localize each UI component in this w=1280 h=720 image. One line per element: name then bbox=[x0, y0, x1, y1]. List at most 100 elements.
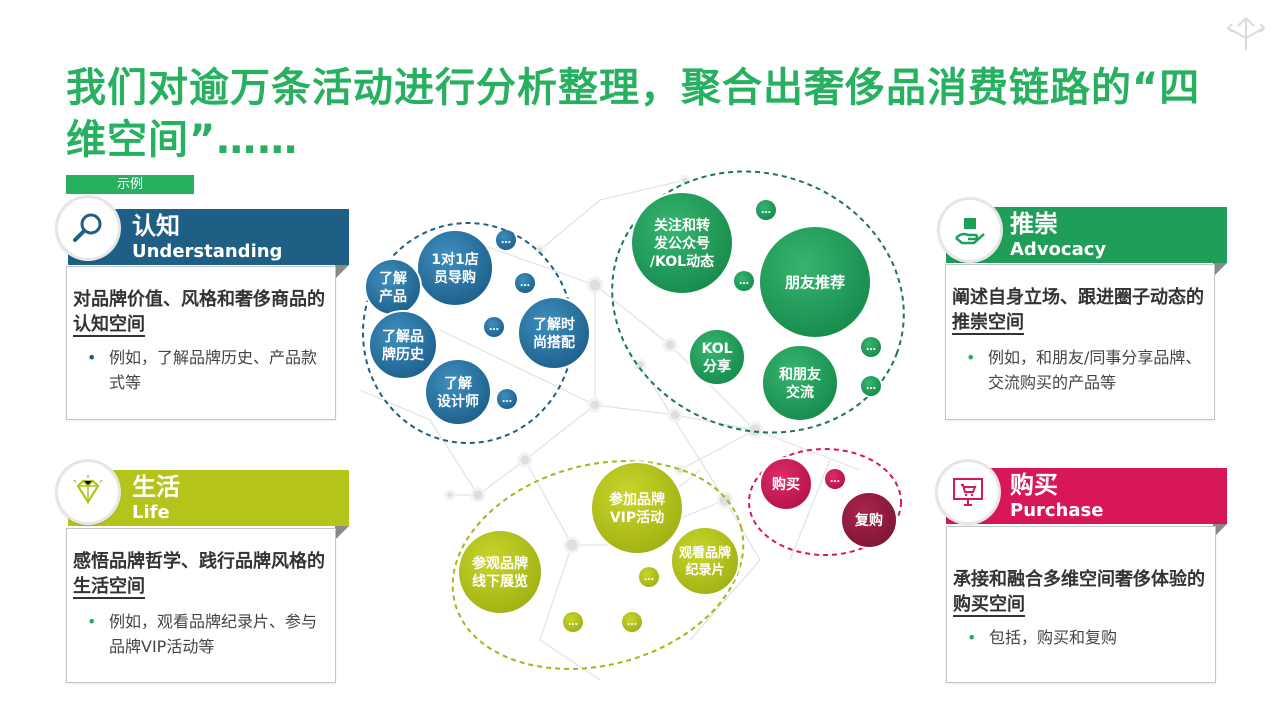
bubble-circle bbox=[758, 225, 872, 339]
bubble-label: 复购 bbox=[854, 512, 883, 529]
advocacy-bullet: •例如，和朋友/同事分享品牌、交流购买的产品等 bbox=[966, 348, 1202, 392]
bubble-life: 参观品牌线下展览 bbox=[457, 529, 543, 615]
bubble-label: 参观品牌线下展览 bbox=[472, 555, 528, 590]
bubble-understanding: 了解产品 bbox=[364, 258, 422, 316]
bubble-circle bbox=[368, 310, 438, 380]
bubble-label: 购买 bbox=[772, 476, 800, 493]
more-dot-circle bbox=[861, 337, 881, 357]
more-dot-label: … bbox=[761, 205, 771, 216]
more-dot-label: … bbox=[739, 276, 749, 287]
more-dot-circle bbox=[497, 389, 517, 409]
bubble-advocacy: 关注和转发公众号/KOL动态 bbox=[630, 191, 734, 295]
more-dot-circle bbox=[622, 612, 642, 632]
header-fold bbox=[335, 526, 349, 540]
more-dot-label: … bbox=[502, 394, 512, 405]
bubble-circle bbox=[517, 296, 591, 370]
life-lead: 感悟品牌哲学、践行品牌风格的生活空间 bbox=[73, 551, 325, 599]
more-dot-circle bbox=[825, 469, 845, 489]
bubble-advocacy: 和朋友交流 bbox=[761, 344, 839, 422]
logo-icon bbox=[1226, 17, 1266, 50]
bubble-circle bbox=[759, 457, 813, 511]
life-description-box: 感悟品牌哲学、践行品牌风格的生活空间 •例如，观看品牌纪录片、参与品牌VIP活动… bbox=[66, 528, 336, 683]
more-dot-understanding: … bbox=[515, 273, 535, 293]
purchase-description-box: 承接和融合多维空间奢侈体验的购买空间 •包括，购买和复购 bbox=[946, 526, 1216, 683]
more-dot-circle bbox=[496, 230, 516, 250]
more-dot-advocacy: … bbox=[861, 376, 881, 396]
understanding-description-box: 对品牌价值、风格和奢侈商品的认知空间 •例如，了解品牌历史、产品款式等 bbox=[66, 266, 336, 420]
more-dot-circle bbox=[563, 612, 583, 632]
bubble-circle bbox=[670, 526, 740, 596]
bubble-circle bbox=[457, 529, 543, 615]
hand-offering-icon bbox=[940, 200, 1000, 260]
header-fold bbox=[335, 265, 349, 279]
understanding-title: 认知 bbox=[132, 212, 180, 240]
bubble-circle bbox=[424, 358, 492, 426]
more-dot-understanding: … bbox=[496, 230, 516, 250]
more-dot-advocacy: … bbox=[756, 200, 776, 220]
diamond-icon bbox=[58, 462, 118, 522]
more-dot-understanding: … bbox=[497, 389, 517, 409]
bubble-label: 了解品牌历史 bbox=[382, 328, 425, 363]
header-fold bbox=[1213, 263, 1227, 277]
life-bullet: •例如，观看品牌纪录片、参与品牌VIP活动等 bbox=[87, 612, 318, 656]
purchase-title: 购买 bbox=[1010, 471, 1058, 499]
more-dot-purchase: … bbox=[825, 469, 845, 489]
bubble-understanding: 了解时尚搭配 bbox=[517, 296, 591, 370]
purchase-subtitle: Purchase bbox=[1010, 500, 1104, 521]
more-dot-label: … bbox=[866, 342, 876, 353]
more-dot-advocacy: … bbox=[734, 271, 754, 291]
purchase-lead: 承接和融合多维空间奢侈体验的购买空间 bbox=[953, 569, 1205, 617]
network-lines bbox=[359, 179, 861, 681]
purchase-bullet: •包括，购买和复购 bbox=[967, 628, 1118, 647]
more-dot-circle bbox=[639, 567, 659, 587]
bubble-label: 朋友推荐 bbox=[785, 273, 845, 291]
bubble-label: 了解产品 bbox=[379, 270, 407, 305]
more-dot-circle bbox=[756, 200, 776, 220]
bubble-understanding: 1对1店员导购 bbox=[416, 229, 494, 307]
more-dot-life: … bbox=[563, 612, 583, 632]
life-subtitle: Life bbox=[132, 502, 170, 523]
magnifier-icon bbox=[58, 198, 118, 258]
page-title: 我们对逾万条活动进行分析整理，聚合出奢侈品消费链路的“四维空间”…… bbox=[66, 65, 1201, 163]
bubble-label: 了解设计师 bbox=[437, 375, 479, 410]
bubble-label: 观看品牌纪录片 bbox=[679, 545, 731, 578]
bubble-label: 1对1店员导购 bbox=[431, 251, 478, 286]
understanding-subtitle: Understanding bbox=[132, 241, 283, 262]
advocacy-description-box: 阐述自身立场、跟进圈子动态的推崇空间 •例如，和朋友/同事分享品牌、交流购买的产… bbox=[945, 264, 1215, 420]
more-dot-advocacy: … bbox=[861, 337, 881, 357]
more-dot-life: … bbox=[622, 612, 642, 632]
more-dot-label: … bbox=[644, 572, 654, 583]
example-tag: 示例 bbox=[66, 175, 194, 194]
bubble-life: 观看品牌纪录片 bbox=[670, 526, 740, 596]
more-dot-label: … bbox=[489, 322, 499, 333]
more-dot-circle bbox=[515, 273, 535, 293]
bubble-understanding: 了解品牌历史 bbox=[368, 310, 438, 380]
more-dot-life: … bbox=[639, 567, 659, 587]
understanding-bullet: •例如，了解品牌历史、产品款式等 bbox=[87, 348, 318, 392]
advocacy-header: 推崇 Advocacy bbox=[946, 207, 1227, 277]
bubble-circle bbox=[840, 491, 898, 549]
advocacy-cluster-outline bbox=[611, 170, 905, 434]
advocacy-subtitle: Advocacy bbox=[1010, 239, 1107, 260]
bubble-circle bbox=[761, 344, 839, 422]
bubble-label: 了解时尚搭配 bbox=[533, 316, 575, 351]
more-dot-circle bbox=[734, 271, 754, 291]
bubble-purchase: 购买 bbox=[759, 457, 813, 511]
more-dot-label: … bbox=[568, 617, 578, 628]
more-dot-label: … bbox=[866, 381, 876, 392]
advocacy-title: 推崇 bbox=[1010, 210, 1058, 238]
bubble-label: 关注和转发公众号/KOL动态 bbox=[650, 217, 714, 270]
life-cluster-outline bbox=[451, 460, 745, 670]
more-dot-label: … bbox=[627, 617, 637, 628]
more-dot-circle bbox=[861, 376, 881, 396]
bubble-purchase: 复购 bbox=[840, 491, 898, 549]
more-dot-label: … bbox=[520, 278, 530, 289]
bubble-circle bbox=[590, 461, 684, 555]
more-dot-label: … bbox=[501, 235, 511, 246]
bubble-circle bbox=[630, 191, 734, 295]
